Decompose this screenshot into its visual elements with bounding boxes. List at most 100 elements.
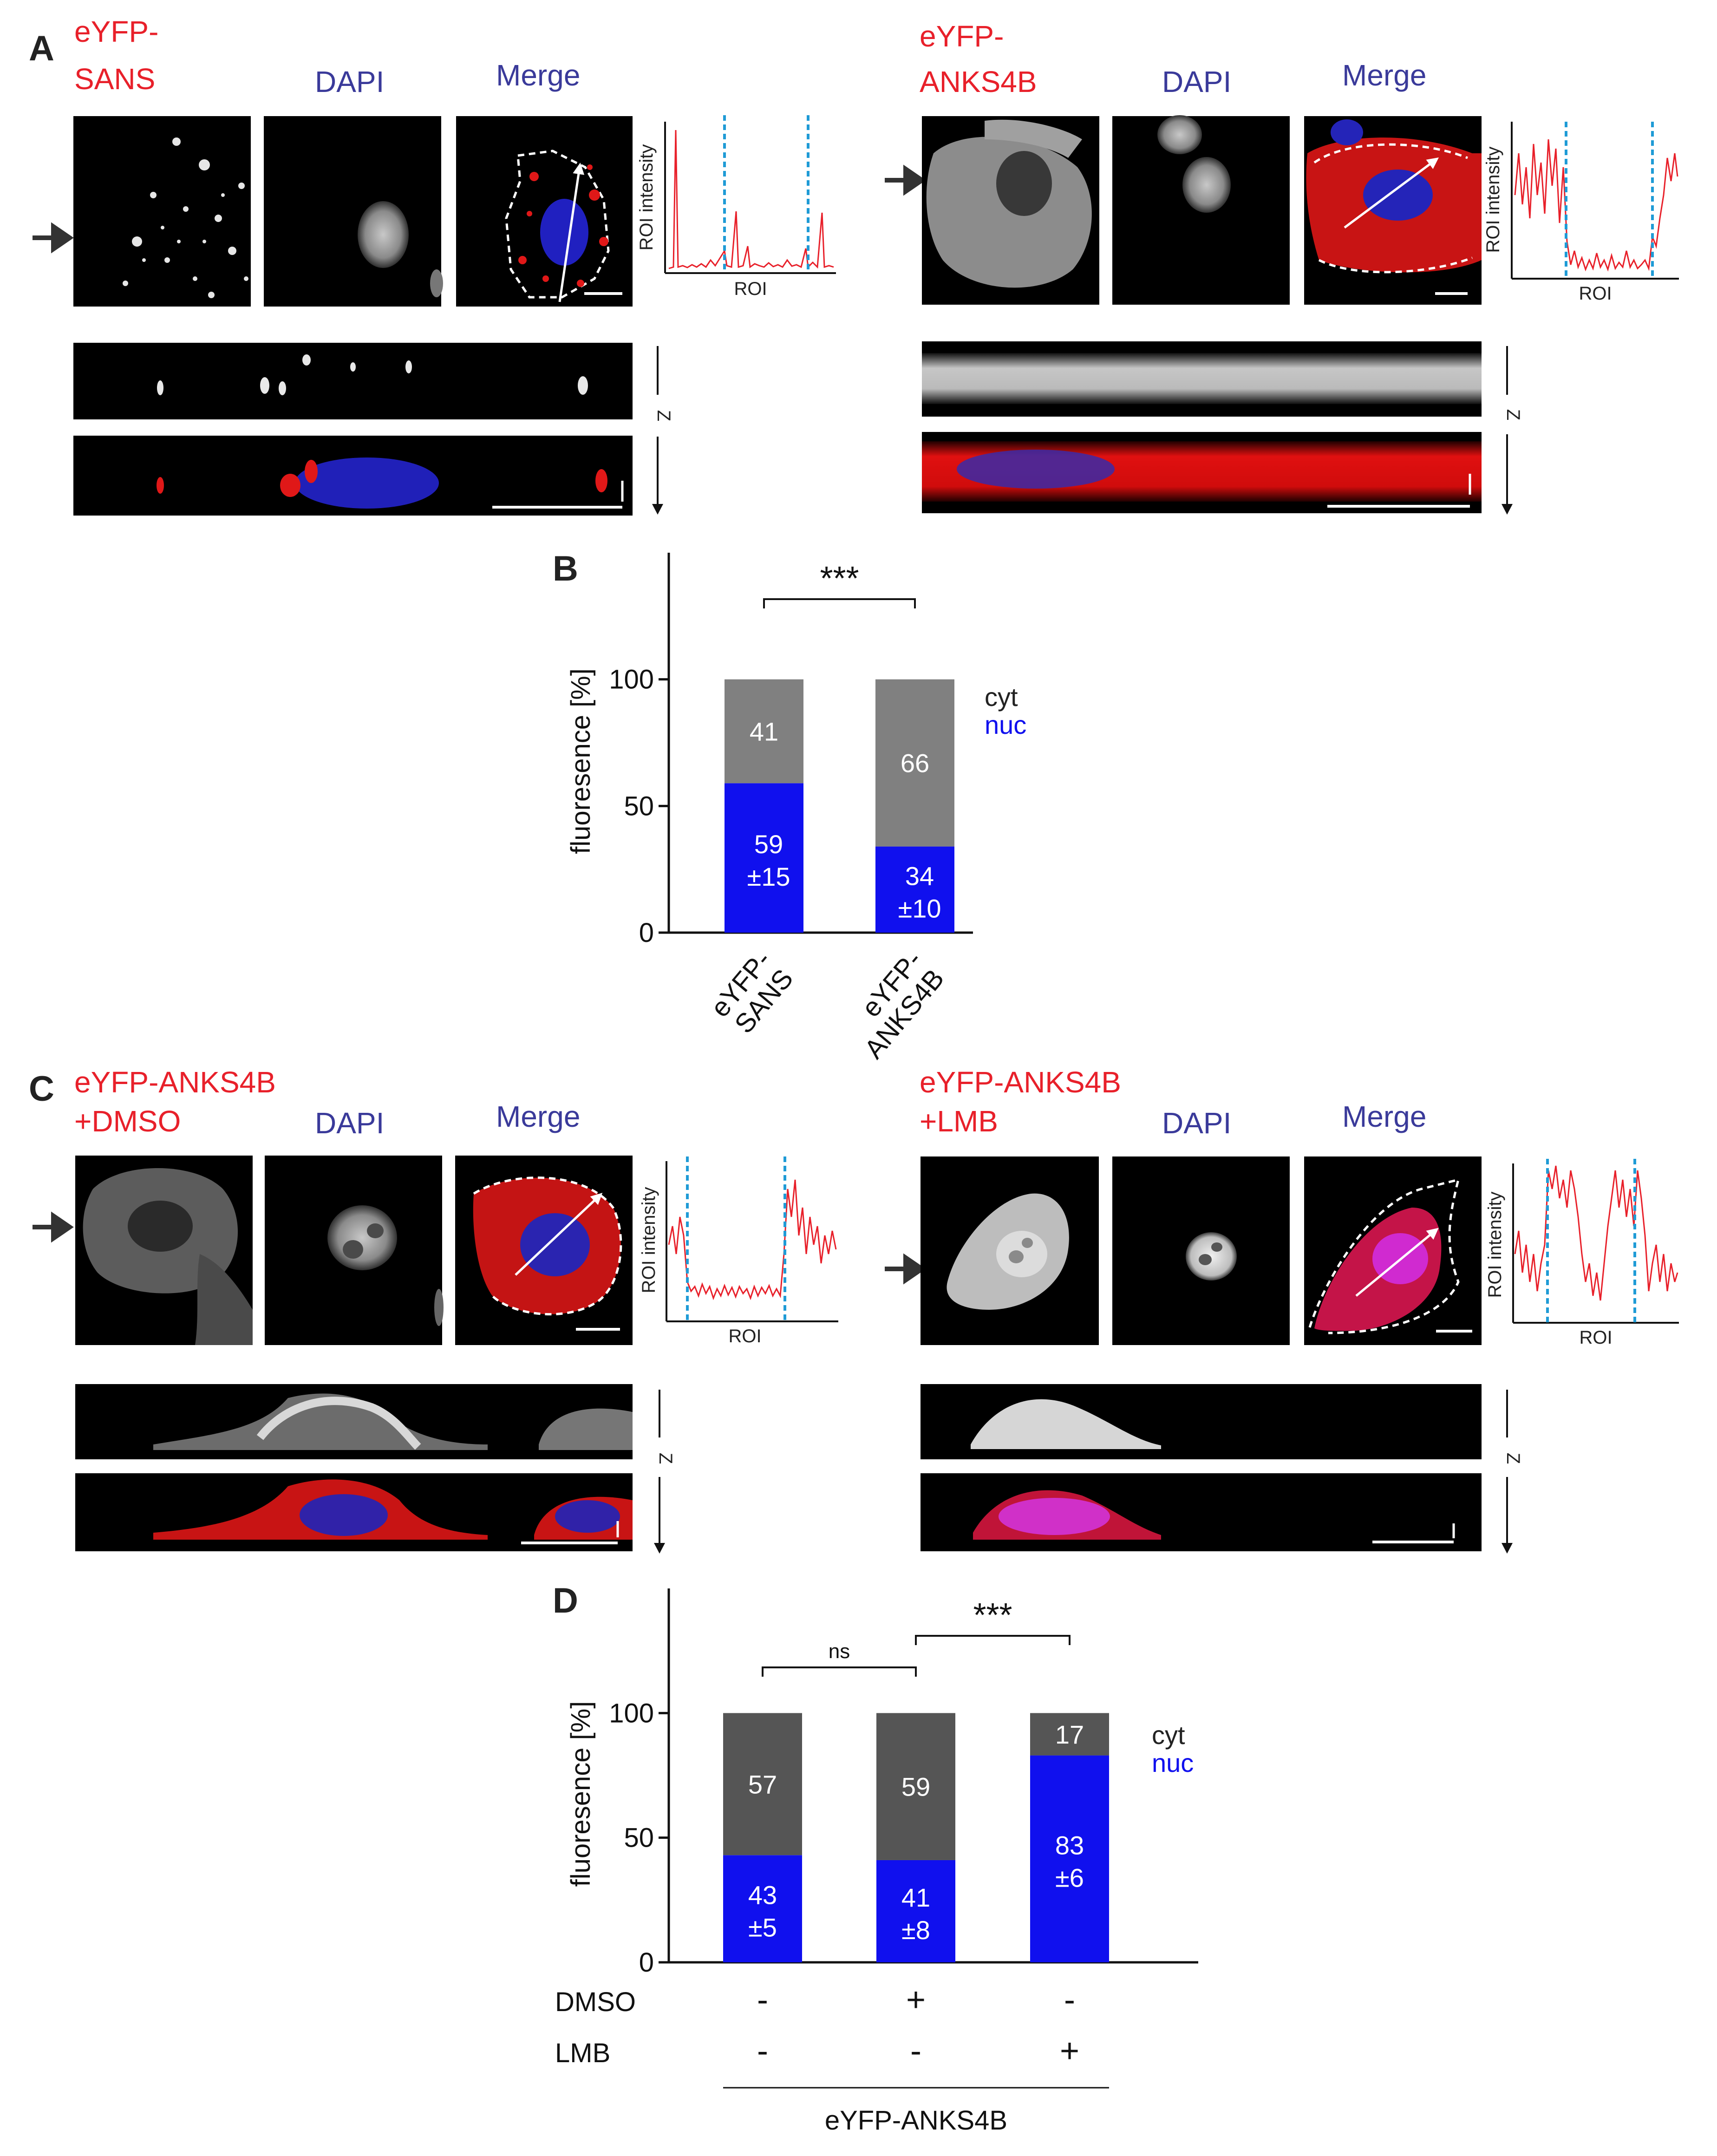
c-right-merge-image: [1304, 1156, 1482, 1345]
a-right-z-label: Z: [1503, 409, 1523, 420]
a-left-dapi-image: [264, 116, 443, 307]
a-right-label-line1: eYFP-: [920, 20, 1004, 53]
panel-c: C eYFP-ANKS4B +DMSO DAPI Merge eYFP-ANKS…: [29, 1065, 1679, 1554]
chart-b-bar-cyt: [725, 679, 803, 784]
chart-d-significance-bracket: [762, 1666, 917, 1677]
panel-a: A eYFP- SANS DAPI Merge eYFP- ANKS4B DAP…: [29, 15, 1679, 516]
c-right-plot-xlabel: ROI: [1579, 1327, 1612, 1348]
c-left-label-line1: eYFP-ANKS4B: [74, 1065, 276, 1099]
c-left-z-axis: Z: [654, 1390, 676, 1554]
a-right-merge-label: Merge: [1342, 59, 1426, 92]
a-left-z-strip-grey: [73, 343, 633, 419]
a-left-plot-xlabel: ROI: [734, 279, 767, 299]
c-left-z-strip-merge: [75, 1473, 633, 1551]
panel-letter-b: B: [553, 549, 578, 588]
a-left-z-axis: Z: [652, 346, 674, 515]
c-left-arrow-icon: [33, 1211, 74, 1243]
c-right-z-strip-merge: [921, 1473, 1482, 1551]
a-left-plot-ylabel: ROI intensity: [636, 144, 657, 251]
c-right-dapi-image: [1112, 1156, 1290, 1345]
chart-b-ytick-label: 50: [624, 791, 654, 821]
chart-b-ytick-label: 100: [609, 665, 654, 695]
a-right-dapi-image: [1112, 115, 1290, 305]
chart-b-category-label: eYFP-ANKS4B: [836, 945, 950, 1065]
a-right-plot-xlabel: ROI: [1579, 283, 1612, 304]
chart-d-bar-cyt: [876, 1713, 955, 1860]
chart-d-treatment-sign: -: [757, 1981, 768, 2019]
c-right-label-line2: +LMB: [920, 1104, 998, 1138]
c-right-roi-plot: ROI intensity ROI: [1485, 1159, 1679, 1348]
chart-d-nuc-value: 41: [901, 1883, 930, 1912]
chart-d-legend-nuc: nuc: [1152, 1748, 1194, 1777]
chart-b-legend-nuc: nuc: [985, 710, 1026, 739]
c-left-merge-image: [455, 1156, 633, 1345]
a-right-z-axis: Z: [1502, 346, 1523, 515]
a-left-merge-image: [456, 116, 633, 307]
chart-d-bar-cyt: [1030, 1713, 1109, 1756]
chart-b-y-label: fluoresence [%]: [566, 668, 596, 854]
a-left-z-label: Z: [653, 410, 674, 421]
c-left-roi-plot: ROI intensity ROI: [639, 1156, 838, 1346]
chart-b-nuc-value: 34: [905, 861, 934, 890]
chart-b-cyt-value: 66: [901, 749, 929, 778]
c-left-eyfp-image: [75, 1156, 253, 1345]
panel-letter-c: C: [29, 1069, 54, 1109]
c-right-merge-label: Merge: [1342, 1100, 1426, 1133]
chart-d-bar-nuc: [1030, 1755, 1109, 1962]
chart-d-significance-bracket: [915, 1635, 1071, 1645]
c-left-merge-label: Merge: [496, 1100, 580, 1133]
a-right-plot-ylabel: ROI intensity: [1483, 147, 1503, 253]
a-right-label-line2: ANKS4B: [920, 65, 1037, 98]
a-left-merge-label: Merge: [496, 59, 580, 92]
chart-b-significance-bracket: [763, 598, 916, 608]
chart-b-cyt-value: 41: [750, 717, 778, 746]
chart-d-significance-label: ns: [829, 1640, 850, 1663]
a-left-dapi-label: DAPI: [315, 65, 384, 98]
chart-b-ytick-label: 0: [639, 918, 654, 948]
chart-d-bar-cyt: [723, 1713, 802, 1855]
c-left-dapi-image: [265, 1156, 444, 1345]
a-left-roi-plot: ROI intensity ROI: [636, 115, 836, 299]
a-right-arrow-icon: [885, 164, 926, 196]
a-left-z-strip-merge: [73, 436, 633, 516]
chart-d-treatment-sign: -: [910, 2032, 921, 2070]
chart-d-bar-nuc: [876, 1860, 955, 1962]
a-left-arrow-icon: [33, 222, 74, 254]
c-right-arrow-icon: [885, 1253, 926, 1285]
a-right-merge-image: [1304, 116, 1482, 305]
c-right-z-axis: Z: [1502, 1390, 1523, 1554]
chart-d-ytick-label: 0: [639, 1947, 654, 1978]
chart-d-ytick-label: 100: [609, 1698, 654, 1728]
chart-b-significance-label: ***: [820, 560, 859, 597]
chart-d-treatment-sign: -: [1064, 1981, 1075, 2019]
c-left-plot-xlabel: ROI: [728, 1326, 761, 1346]
c-left-label-line2: +DMSO: [74, 1104, 181, 1138]
chart-d-group-label: eYFP-ANKS4B: [825, 2105, 1007, 2136]
chart-b: 0 50 100 fluoresence [%] 41 59 ±15 66 34 ±10 cytnu…: [566, 553, 1026, 1065]
chart-b-nuc-error: ±10: [898, 894, 941, 923]
chart-d-treatment-sign: +: [906, 1981, 926, 2019]
a-right-z-strip-grey: [922, 341, 1482, 417]
chart-d-cyt-value: 17: [1055, 1720, 1084, 1749]
chart-d-nuc-error: ±8: [901, 1915, 930, 1945]
c-right-z-strip-grey: [921, 1384, 1482, 1459]
panel-letter-a: A: [29, 29, 54, 68]
chart-d-nuc-error: ±5: [748, 1913, 777, 1942]
a-right-z-strip-merge: [922, 432, 1482, 513]
a-left-eyfp-image: [73, 116, 251, 307]
chart-b-nuc-value: 59: [754, 830, 783, 859]
c-left-z-label: Z: [655, 1453, 676, 1464]
chart-b-bar-nuc: [725, 783, 803, 933]
chart-d-nuc-error: ±6: [1055, 1863, 1084, 1892]
chart-b-nuc-error: ±15: [747, 862, 790, 891]
a-right-eyfp-image: [922, 116, 1099, 305]
c-left-z-strip-grey: [75, 1384, 633, 1459]
chart-d-treatment-name: LMB: [555, 2038, 610, 2068]
c-right-z-label: Z: [1503, 1453, 1523, 1464]
c-right-label-line1: eYFP-ANKS4B: [920, 1065, 1121, 1099]
chart-b-legend-cyt: cyt: [985, 682, 1018, 712]
chart-d-nuc-value: 43: [748, 1881, 777, 1910]
